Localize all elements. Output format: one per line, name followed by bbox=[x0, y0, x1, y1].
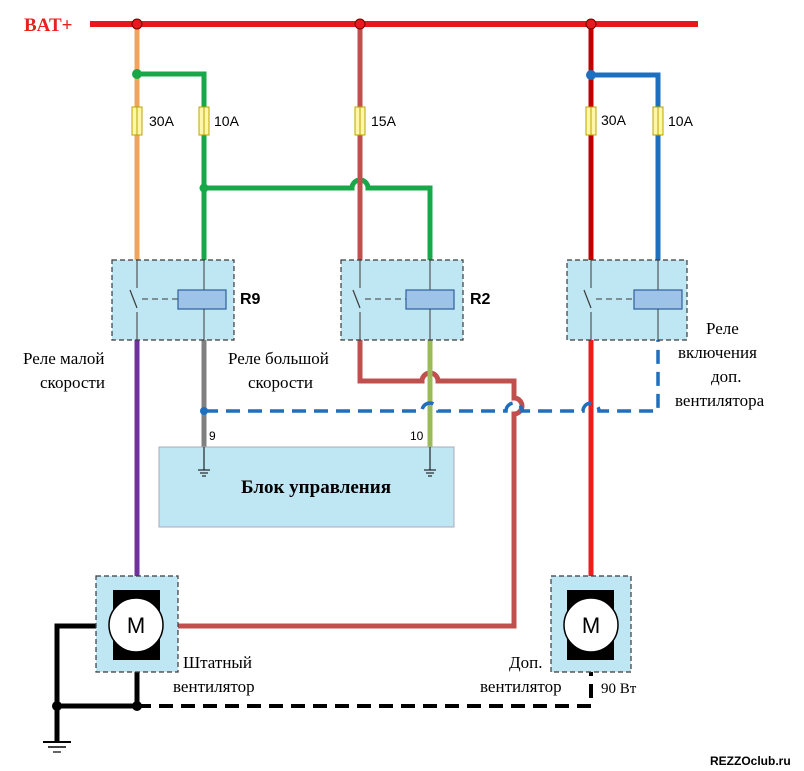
fuse-2: 10A bbox=[198, 106, 240, 136]
fuse-label: 10A bbox=[214, 113, 240, 129]
extra-relay-label: вентилятора bbox=[675, 391, 765, 410]
high-speed-relay-label: Реле большой bbox=[228, 349, 329, 368]
pin-9-label: 9 bbox=[209, 429, 216, 443]
extra-fan-label: Доп. bbox=[509, 653, 542, 672]
fuse-label: 15A bbox=[371, 113, 397, 129]
node-bus-brown bbox=[354, 18, 366, 30]
pin-10-label: 10 bbox=[410, 429, 424, 443]
high-speed-relay-label: скорости bbox=[248, 373, 313, 392]
control-unit: 9 10 Блок управления bbox=[158, 429, 455, 528]
fuse-label: 30A bbox=[149, 113, 175, 129]
extra-fan-power: 90 Вт bbox=[601, 681, 637, 697]
motor-symbol: M bbox=[582, 613, 600, 638]
wire-green-cross bbox=[204, 177, 433, 262]
node-bus-orange bbox=[131, 18, 143, 30]
fuse-3: 15A bbox=[354, 106, 397, 136]
bat-label: BAT+ bbox=[24, 15, 72, 36]
main-fan-motor: M bbox=[95, 575, 179, 673]
watermark: REZZOclub.ru bbox=[710, 754, 791, 768]
pin-ground-icon bbox=[424, 447, 436, 477]
relay-extra bbox=[566, 259, 688, 341]
motor-symbol: M bbox=[127, 613, 145, 638]
wire-green-feed bbox=[137, 71, 207, 262]
node-green-split bbox=[132, 69, 142, 79]
node-blue-dashed bbox=[200, 407, 208, 415]
node-bus-darkred bbox=[585, 18, 597, 30]
wire-brown-out bbox=[165, 338, 525, 629]
ground-icon bbox=[43, 741, 71, 753]
node-ground-left bbox=[52, 701, 62, 711]
relay-coil bbox=[405, 289, 455, 310]
fuse-label: 30A bbox=[601, 112, 627, 128]
fuse-4: 30A bbox=[585, 106, 627, 136]
node-ground-fan bbox=[132, 701, 142, 711]
extra-relay-label: включения bbox=[678, 343, 757, 362]
low-speed-relay-label: Реле малой bbox=[23, 349, 104, 368]
node-blue-split bbox=[586, 70, 596, 80]
main-fan-label: вентилятор bbox=[173, 677, 255, 696]
wire-ground bbox=[54, 623, 98, 706]
fuse-5: 10A bbox=[652, 106, 694, 136]
main-fan-label: Штатный bbox=[183, 653, 252, 672]
extra-fan-motor: M bbox=[550, 575, 632, 673]
relay-r2: R2 bbox=[340, 259, 491, 341]
extra-relay-label: Реле bbox=[706, 319, 739, 338]
wire-blue bbox=[591, 72, 661, 262]
relay-r2-label: R2 bbox=[470, 291, 491, 308]
relay-coil bbox=[633, 289, 683, 310]
low-speed-relay-label: скорости bbox=[40, 373, 105, 392]
extra-relay-label: доп. bbox=[711, 367, 742, 386]
extra-fan-label: вентилятор bbox=[480, 677, 562, 696]
wire-blue-dashed bbox=[204, 338, 660, 413]
wire-ground-dashed bbox=[137, 660, 593, 708]
relay-r9: R9 bbox=[111, 259, 261, 341]
relay-r9-label: R9 bbox=[240, 291, 261, 308]
control-unit-label: Блок управления bbox=[241, 477, 391, 498]
pin-ground-icon bbox=[198, 447, 210, 477]
relay-coil bbox=[177, 289, 227, 310]
node-green-cross bbox=[199, 183, 209, 193]
fuse-label: 10A bbox=[668, 113, 694, 129]
fuse-1: 30A bbox=[131, 106, 175, 136]
